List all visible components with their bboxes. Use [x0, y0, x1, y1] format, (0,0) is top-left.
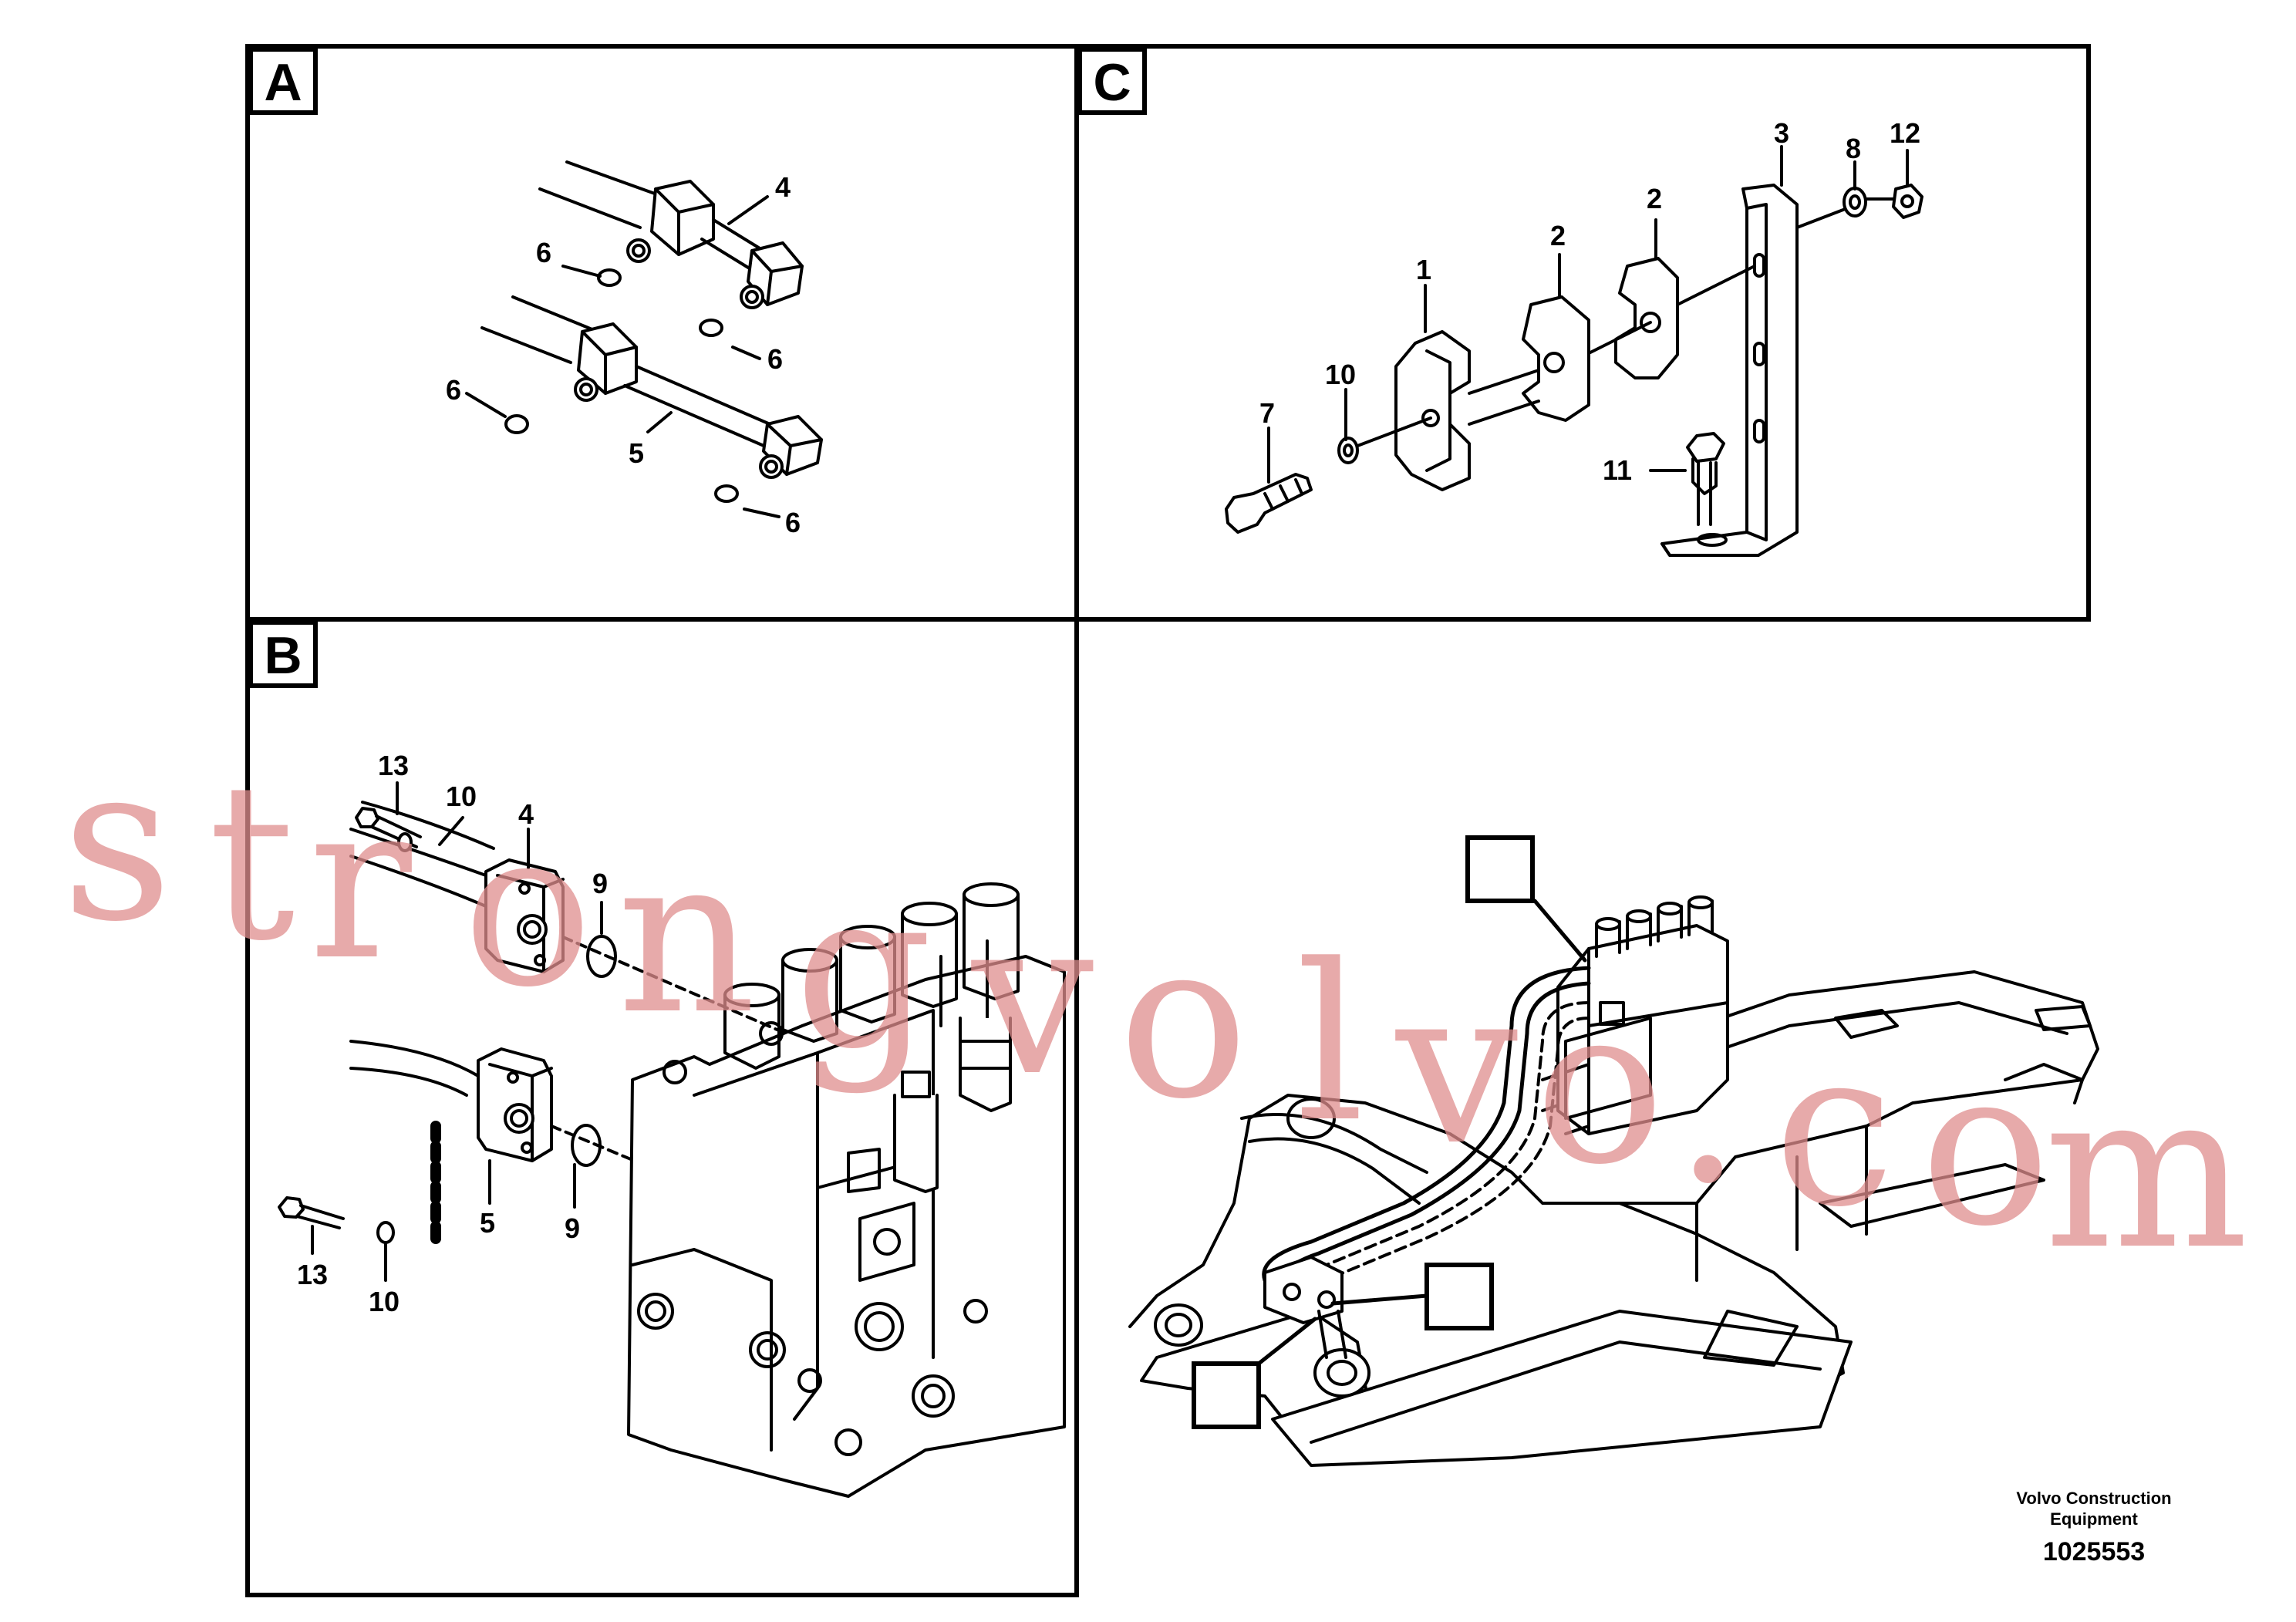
callout-b-13-lower: 13 [297, 1259, 328, 1290]
watermark-m: m [2044, 1046, 2249, 1297]
panel-b-frame [245, 617, 1079, 1597]
panel-b-letter: B [264, 626, 302, 685]
callout-c-10: 10 [1325, 359, 1356, 390]
watermark: s t r o n g v o l v o . c o m [62, 718, 2249, 1297]
footer-company-line1: Volvo Construction [2016, 1489, 2171, 1508]
watermark-v1: v [969, 872, 1094, 1124]
watermark-v2: v [1393, 942, 1519, 1193]
watermark-l: l [1296, 919, 1365, 1170]
callout-b-4: 4 [518, 798, 534, 830]
callout-b-10-upper: 10 [446, 781, 477, 812]
callout-c-12: 12 [1890, 117, 1920, 149]
overview-marker-b [1465, 835, 1535, 903]
panel-b-drawing [278, 781, 1066, 1498]
overview-marker-a [1424, 1263, 1494, 1330]
footer: Volvo Construction Equipment 1025553 [2016, 1489, 2171, 1566]
panel-a-drawing [465, 160, 823, 518]
callout-b-10-lower: 10 [369, 1286, 400, 1317]
watermark-dot: . [1674, 980, 1742, 1232]
watermark-o4: o [1920, 1023, 2051, 1274]
overview-marker-c [1192, 1361, 1261, 1429]
watermark-n: n [617, 811, 756, 1062]
panel-a-letter: A [264, 53, 302, 112]
panel-c-callouts: 3 8 12 2 2 1 10 7 11 [1259, 117, 1920, 486]
callout-a-6-lower-right: 6 [785, 507, 801, 538]
watermark-c: c [1774, 1003, 1895, 1255]
watermark-r: r [308, 757, 413, 1008]
callout-a-5: 5 [629, 437, 644, 469]
watermark-s: s [62, 718, 173, 969]
watermark-o2: o [1118, 895, 1249, 1147]
watermark-t: t [208, 737, 296, 989]
callout-c-8: 8 [1846, 133, 1861, 164]
callout-b-9-upper: 9 [592, 868, 608, 899]
panel-c-letter-box: C [1077, 47, 1147, 115]
overview-drawing [1128, 895, 2099, 1467]
panel-b-letter-box: B [248, 620, 318, 688]
panel-frames [245, 44, 2091, 1597]
panel-a-frame [245, 44, 1079, 622]
callout-a-6-upper-left: 6 [536, 237, 551, 268]
callout-c-1: 1 [1416, 254, 1431, 285]
footer-company-line2: Equipment [2050, 1509, 2138, 1529]
panel-b-callouts: 13 10 4 9 5 9 13 10 [297, 750, 608, 1317]
callout-c-7: 7 [1259, 397, 1275, 429]
watermark-o3: o [1535, 961, 1665, 1212]
panel-c-drawing [1225, 145, 1923, 557]
panel-c-letter: C [1093, 53, 1131, 112]
callout-a-6-lower-left: 6 [446, 374, 461, 406]
callout-a-6-upper-right: 6 [767, 343, 783, 375]
panel-a-letter-box: A [248, 47, 318, 115]
callout-c-2-left: 2 [1550, 220, 1566, 251]
callout-b-13-upper: 13 [378, 750, 409, 781]
watermark-o1: o [463, 784, 593, 1035]
callout-b-9-lower: 9 [565, 1212, 580, 1244]
panel-c-frame [1074, 44, 2091, 622]
callout-c-2-right: 2 [1647, 183, 1662, 214]
drawing-number: 1025553 [2043, 1537, 2145, 1566]
callout-c-11: 11 [1603, 454, 1632, 486]
callout-c-3: 3 [1774, 117, 1789, 149]
callout-a-4: 4 [775, 171, 791, 203]
watermark-g: g [794, 845, 932, 1097]
panel-a-callouts: 4 6 6 6 5 6 [446, 171, 801, 538]
callout-b-5: 5 [480, 1207, 495, 1239]
